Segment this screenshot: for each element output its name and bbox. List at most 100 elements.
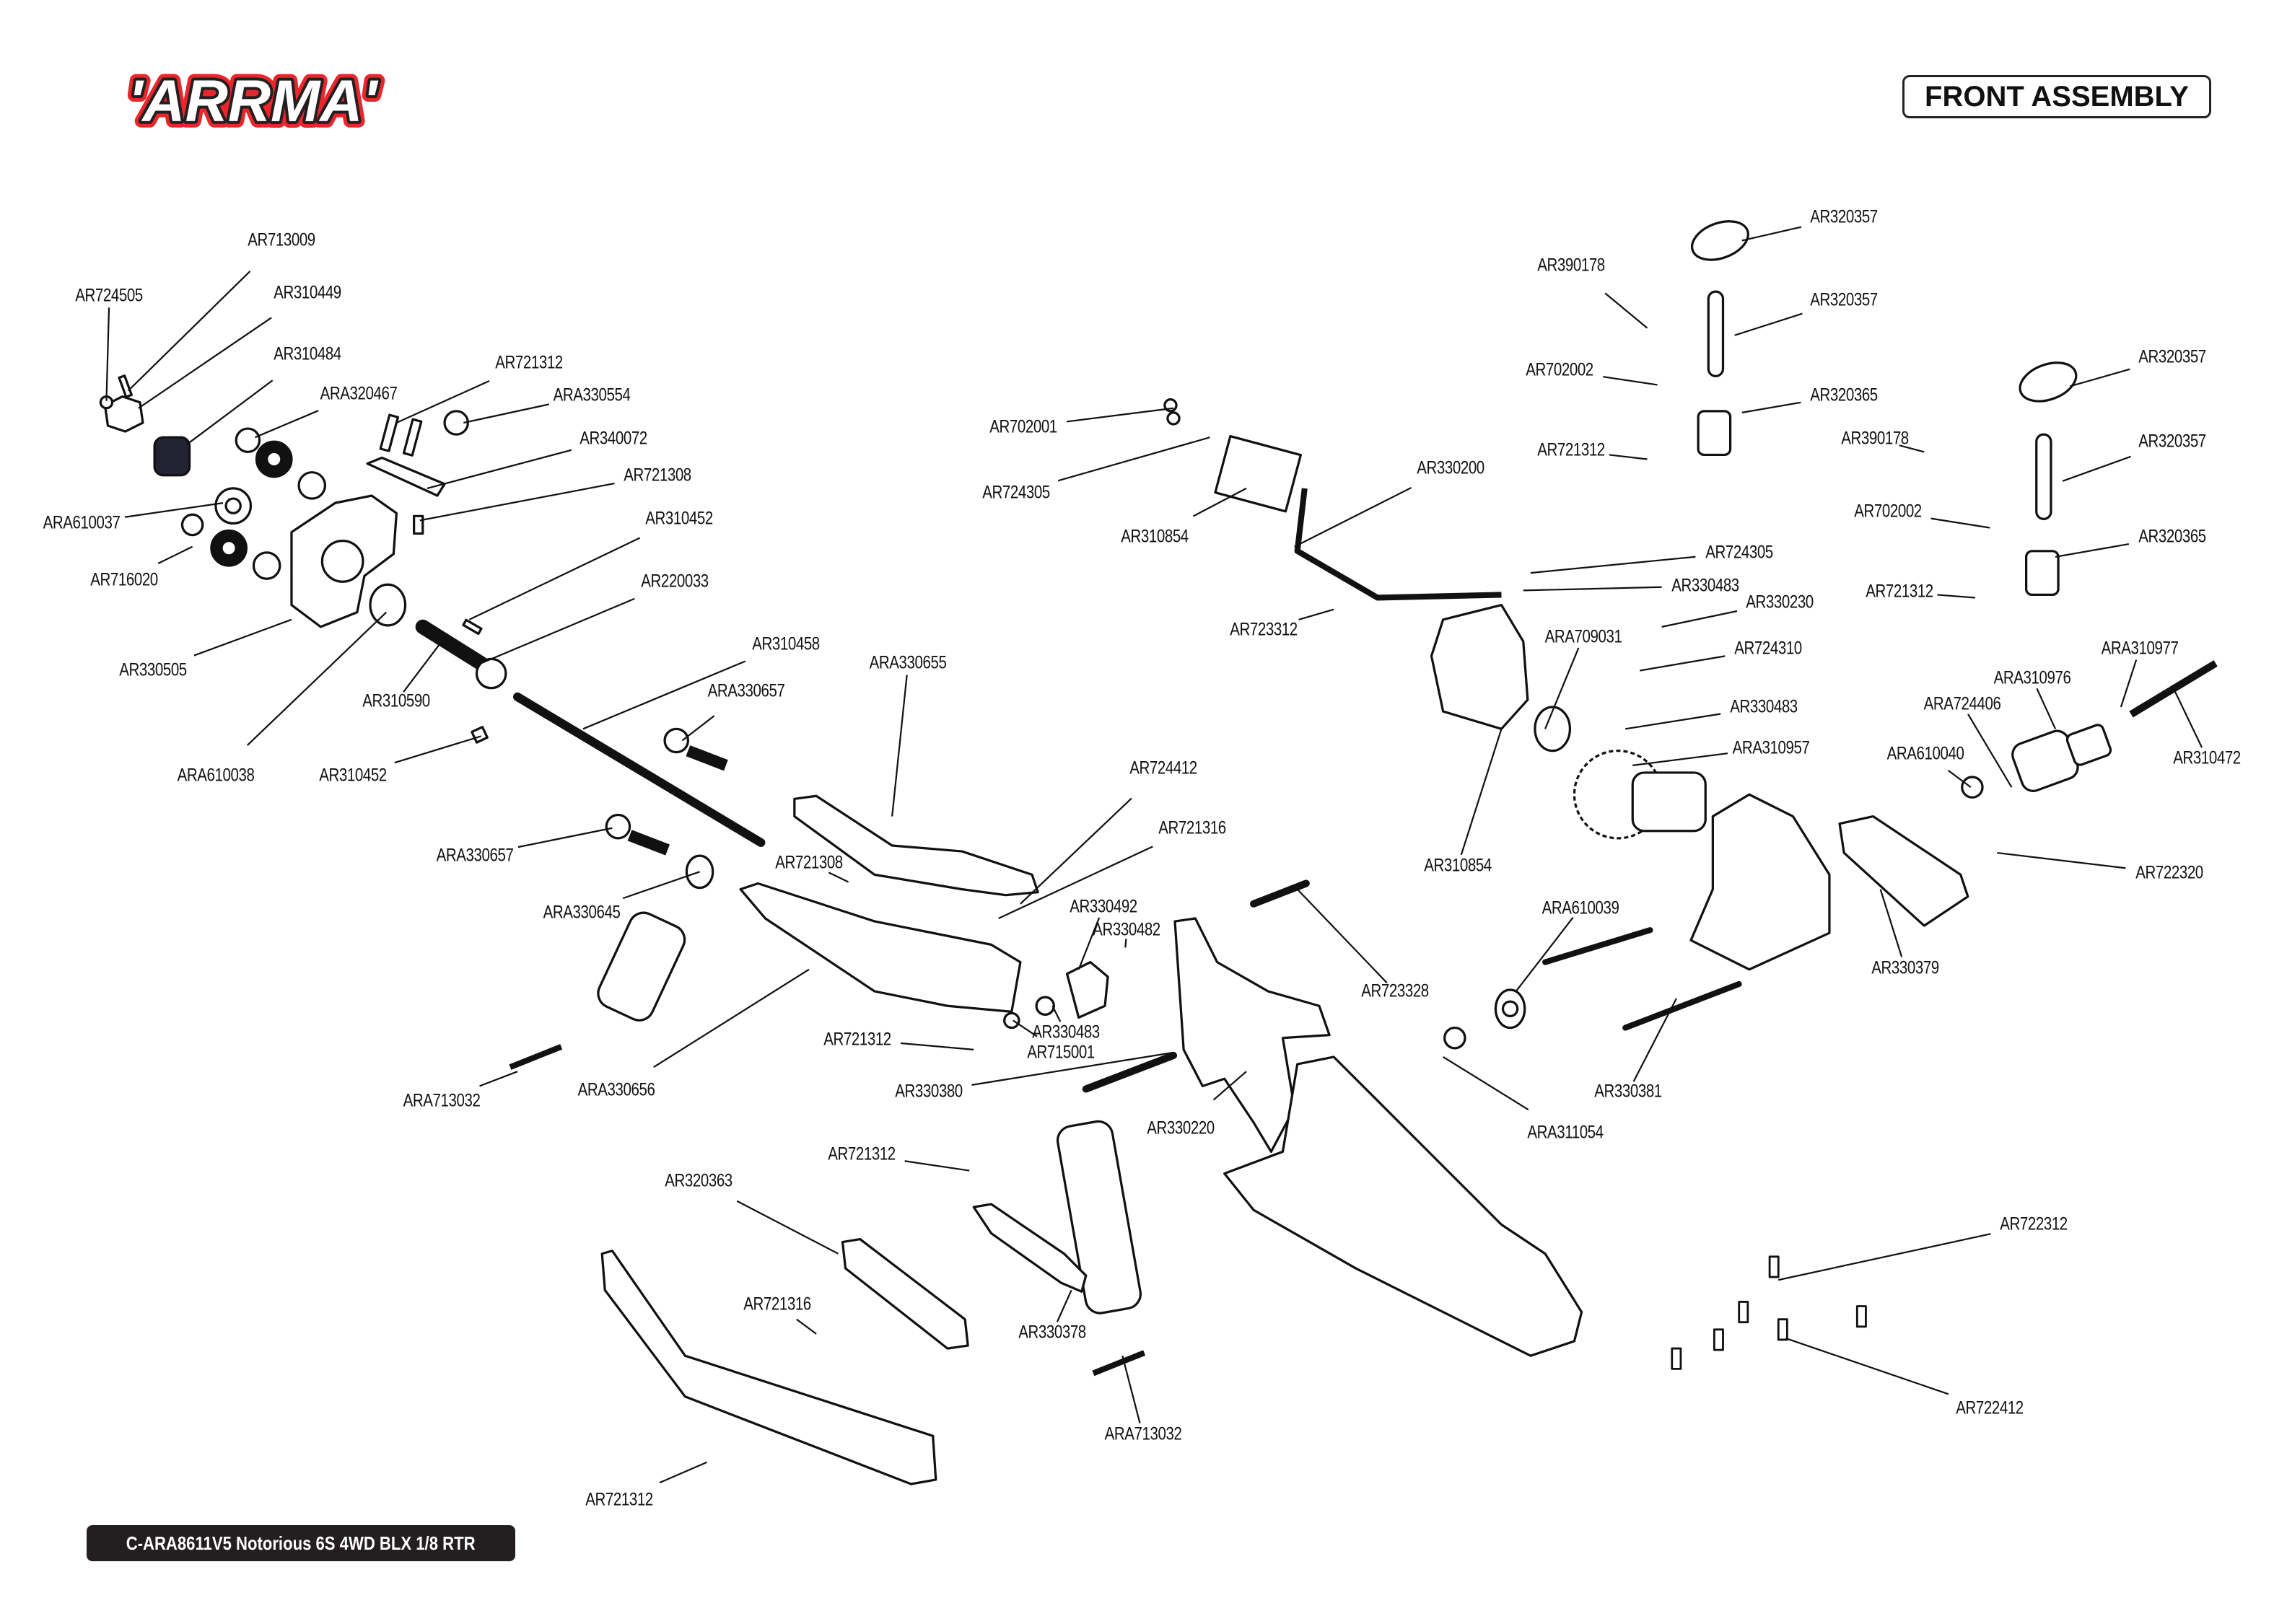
part-label: AR721312 [1866, 581, 1933, 602]
part-label: AR390178 [1840, 428, 1909, 449]
part-label: AR320357 [2138, 346, 2206, 367]
leader-line [246, 611, 388, 746]
part-label: AR310452 [645, 508, 714, 529]
front-bumper [600, 1250, 937, 1485]
part-label: AR330483 [1031, 1022, 1100, 1043]
leader-line [479, 1071, 518, 1087]
diff-cup [1065, 961, 1109, 1019]
part-label: AR310854 [1424, 855, 1492, 876]
part-label: AR310472 [2173, 747, 2241, 768]
part-label: AR330200 [1416, 457, 1484, 478]
part-label: AR722312 [1999, 1213, 2068, 1234]
leader-line [1661, 610, 1738, 628]
part-label: AR330380 [894, 1081, 963, 1102]
part-label: AR310458 [751, 633, 820, 654]
leader-line [1778, 1233, 1991, 1281]
part-label: AR724305 [1705, 542, 1773, 563]
front-shock-right [1056, 1120, 1142, 1314]
part-label: ARA330554 [553, 385, 631, 405]
part-label: AR320357 [1810, 206, 1878, 227]
leader-line [1785, 1337, 1949, 1395]
part-label: ARA610039 [1541, 897, 1619, 918]
part-label: ARA310977 [2101, 638, 2179, 659]
part-label: AR723312 [1230, 619, 1298, 640]
leader-line [2171, 685, 2203, 748]
part-label: AR310484 [274, 343, 341, 364]
part-label: AR721308 [624, 465, 691, 486]
part-label: AR713009 [248, 229, 315, 250]
bumper-skid [841, 1237, 969, 1350]
part-label: AR320357 [2138, 431, 2206, 452]
leader-line [2069, 368, 2130, 387]
part-label: ARA320467 [320, 383, 398, 404]
part-label: ARA310976 [1993, 667, 2071, 688]
leader-line [582, 660, 746, 730]
leader-line [1212, 1071, 1247, 1101]
leader-line [1121, 1355, 1141, 1423]
part-label: AR320365 [1810, 385, 1878, 405]
leader-line [2062, 455, 2131, 482]
leader-line [1051, 1005, 1062, 1022]
lower-arm [739, 882, 1022, 1013]
part-label: AR390178 [1537, 255, 1606, 276]
part-label: AR721312 [1537, 439, 1606, 460]
lower-arm-right [1223, 1055, 1583, 1357]
shock-tower [1173, 917, 1331, 1153]
leader-line [481, 597, 635, 664]
part-label: ARA330657 [707, 680, 785, 701]
leader-line [124, 502, 224, 518]
leader-line [1443, 1056, 1529, 1111]
part-label: ARA310957 [1732, 737, 1810, 758]
leader-line [138, 317, 272, 409]
part-label: AR330492 [1070, 896, 1137, 917]
part-label: AR724412 [1129, 758, 1197, 778]
leader-line [653, 968, 810, 1068]
leader-line [427, 449, 572, 489]
part-label: AR320363 [664, 1170, 733, 1191]
part-label: AR721312 [585, 1489, 654, 1510]
leader-line [1515, 916, 1574, 992]
leader-line [1066, 407, 1174, 423]
part-label: AR310449 [274, 282, 341, 303]
part-label: AR310854 [1120, 526, 1189, 547]
leader-line [1013, 1019, 1038, 1037]
part-label: AR702001 [989, 416, 1057, 437]
leader-line [900, 1042, 974, 1050]
leader-line [2055, 543, 2130, 558]
diff-bulkhead-bottom [1689, 793, 1831, 971]
leader-line [998, 846, 1153, 920]
shock-mount-plate [972, 1203, 1088, 1293]
leader-line [1298, 608, 1334, 620]
part-label: AR724305 [982, 482, 1050, 503]
leader-line [1937, 594, 1976, 599]
leader-line [394, 735, 481, 764]
leader-line [1604, 292, 1648, 329]
leader-line [1530, 556, 1696, 574]
part-label: AR716020 [89, 569, 158, 590]
leader-line [681, 715, 715, 742]
leader-line [255, 410, 319, 439]
leader-line [419, 482, 615, 522]
leader-line [1640, 655, 1726, 672]
part-label: AR721316 [1158, 817, 1227, 838]
leader-line [517, 827, 613, 848]
leader-line [157, 545, 193, 564]
leader-line [1294, 486, 1412, 548]
leader-line [1734, 312, 1803, 336]
leader-line [105, 307, 110, 401]
wheel-nut [103, 395, 144, 433]
leader-line [736, 1200, 839, 1255]
servo-saver [1214, 434, 1302, 513]
model-footer: C-ARA8611V5 Notorious 6S 4WD BLX 1/8 RTR [87, 1525, 515, 1561]
part-label: ARA330656 [577, 1079, 655, 1100]
part-label: AR330379 [1871, 957, 1939, 978]
page-title: FRONT ASSEMBLY [1902, 75, 2211, 118]
part-label: AR715001 [1027, 1042, 1096, 1063]
leader-line [1609, 454, 1648, 460]
part-label: AR330483 [1671, 575, 1740, 596]
leader-line [1460, 728, 1503, 856]
part-label: AR320365 [2138, 526, 2206, 547]
leader-line [1741, 401, 1801, 413]
part-label: ARA330645 [543, 902, 621, 923]
